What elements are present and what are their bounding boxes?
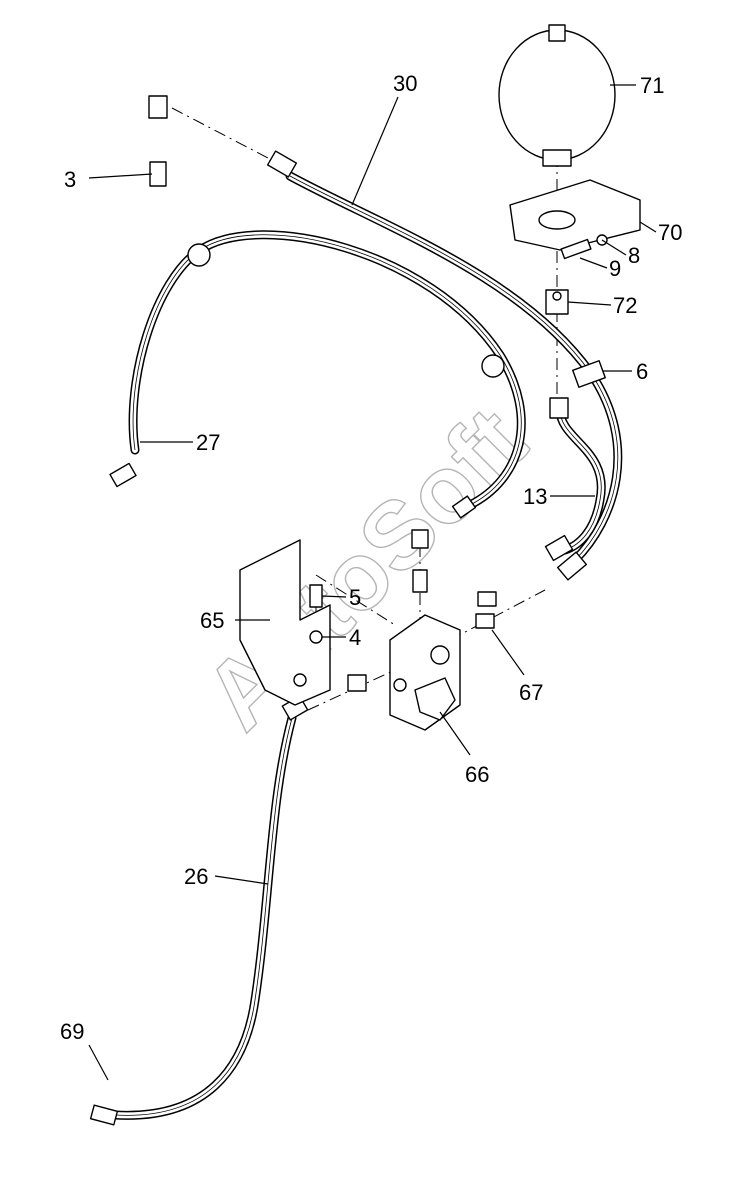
solenoid-66 — [414, 677, 456, 721]
callout-9: 9 — [609, 256, 621, 281]
callout-13: 13 — [523, 484, 547, 509]
callout-72: 72 — [613, 293, 637, 318]
callout-3: 3 — [64, 167, 76, 192]
accumulator-71 — [498, 24, 616, 167]
callout-30: 30 — [393, 71, 417, 96]
mounting-bracket-65 — [239, 539, 331, 706]
callout-65: 65 — [200, 608, 224, 633]
callout-labels: 3 30 71 70 8 9 72 6 27 13 5 65 4 67 66 2… — [60, 71, 682, 1044]
clamp-6 — [572, 360, 606, 388]
callout-6: 6 — [636, 359, 648, 384]
callout-71: 71 — [640, 73, 664, 98]
valve-fittings — [347, 529, 497, 692]
callout-4: 4 — [349, 625, 361, 650]
hose-27 — [109, 230, 526, 519]
callout-66: 66 — [465, 762, 489, 787]
callout-8: 8 — [628, 243, 640, 268]
hose-13 — [544, 397, 606, 562]
watermark-text: AutoSoft — [184, 388, 546, 750]
callout-67: 67 — [519, 680, 543, 705]
hose-26 — [89, 695, 309, 1126]
leader-lines — [88, 84, 657, 1081]
callout-69: 69 — [60, 1019, 84, 1044]
elbow-fitting-3 — [148, 95, 168, 187]
bracket-70 — [509, 179, 641, 251]
fitting-72 — [545, 289, 569, 315]
hose-30 — [266, 150, 623, 581]
callout-5: 5 — [349, 585, 361, 610]
callout-70: 70 — [658, 220, 682, 245]
callout-26: 26 — [184, 864, 208, 889]
callout-27: 27 — [196, 430, 220, 455]
